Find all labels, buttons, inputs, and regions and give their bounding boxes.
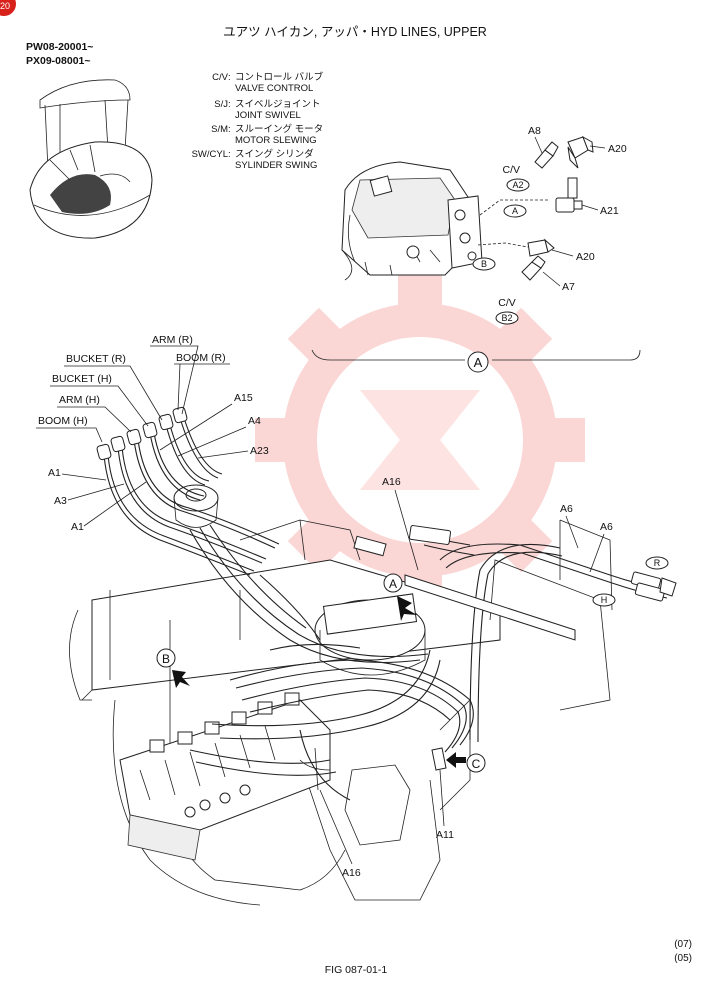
detail-a-marker xyxy=(467,351,489,373)
serial-2: PX09-08001~ xyxy=(26,55,91,67)
hose-port-labels: ARM (R) BOOM (R) BUCKET (R) BUCKET (H) A… xyxy=(36,334,230,443)
legend-code-sm: S/M xyxy=(211,124,228,135)
fig-number: FIG 087-01-1 xyxy=(325,964,388,976)
legend-jp-cv: コントロール バルブ xyxy=(235,71,324,83)
corner-badge-text: 20 xyxy=(0,1,10,11)
view-c-arrow-icon xyxy=(446,752,466,768)
callout-a20-top: A20 xyxy=(608,143,627,155)
view-marker-c-label: C xyxy=(472,757,481,771)
view-marker-a: A xyxy=(383,573,417,621)
legend-en-sm: MOTOR SLEWING xyxy=(235,135,317,146)
legend-jp-sm: スルーイング モータ xyxy=(235,123,323,135)
legend-colon-3: : xyxy=(228,124,231,135)
port-label-arm-r: ARM (R) xyxy=(152,334,193,346)
callout-a1-top: A1 xyxy=(48,467,61,479)
corner-badge: 20 xyxy=(0,0,16,16)
legend-en-cv: VALVE CONTROL xyxy=(235,83,313,94)
callout-a11: A11 xyxy=(436,829,454,841)
view-b-arrow-icon xyxy=(172,670,190,688)
legend-code-swcyl: SW/CYL xyxy=(192,149,228,160)
legend-en-swcyl: SYLINDER SWING xyxy=(235,160,317,171)
legend-code-sj: S/J xyxy=(214,99,228,110)
callout-a20-bottom: A20 xyxy=(576,251,595,263)
legend-jp-sj: スイベルジョイント xyxy=(235,99,321,110)
legend-jp-swcyl: スイング シリンダ xyxy=(235,148,314,160)
hose-bundle xyxy=(103,417,429,664)
a11-clamp xyxy=(431,747,447,771)
callout-a6-left: A6 xyxy=(560,503,573,515)
a16-pipe xyxy=(353,535,576,641)
abbreviation-legend: C/V : コントロール バルブ VALVE CONTROL S/J : スイベ… xyxy=(192,71,324,171)
port-label-boom-r: BOOM (R) xyxy=(176,352,226,364)
end-tag-r-oval xyxy=(645,556,669,570)
a20-top-fitting xyxy=(567,135,594,169)
end-tag-r: R xyxy=(654,558,661,568)
callout-a4: A4 xyxy=(248,415,261,427)
port-label-boom-h: BOOM (H) xyxy=(38,415,88,427)
right-hoses xyxy=(408,525,677,743)
detail-a-control-valve: C/V A2 A B C/V B2 A8 A20 A21 A20 A7 A xyxy=(311,125,641,373)
legend-colon-4: : xyxy=(228,149,231,160)
view-a-arrow-icon xyxy=(397,596,417,621)
view-marker-b-label: B xyxy=(162,652,170,666)
port-label-arm-h: ARM (H) xyxy=(59,394,100,406)
watermark-gear-icon xyxy=(255,275,585,605)
port-b-oval xyxy=(472,257,496,271)
callout-a16-top: A16 xyxy=(382,476,401,488)
port-a2-oval xyxy=(506,178,530,192)
legend-colon-2: : xyxy=(228,99,231,110)
serial-1: PW08-20001~ xyxy=(26,41,93,53)
port-a-oval xyxy=(503,204,527,218)
callout-a16-bottom: A16 xyxy=(342,867,361,879)
control-valve-bank xyxy=(119,692,331,861)
a8-fitting xyxy=(534,141,559,169)
view-marker-a-label: A xyxy=(389,577,397,591)
callout-a23: A23 xyxy=(250,445,269,457)
callout-a15: A15 xyxy=(234,392,253,404)
port-label-cv-top: C/V xyxy=(502,164,520,176)
legend-colon-1: : xyxy=(228,72,231,83)
callout-a3: A3 xyxy=(54,495,67,507)
valve-hoses xyxy=(189,643,474,801)
callout-a6-right: A6 xyxy=(600,521,613,533)
port-b2-oval xyxy=(495,311,519,325)
main-part-callouts: A15 A4 A23 A1 A3 A1 A16 A6 A6 A11 A16 xyxy=(48,392,613,879)
end-tag-h: H xyxy=(601,595,608,605)
revision-1: (07) xyxy=(674,939,692,950)
callout-a1-bottom: A1 xyxy=(71,521,84,533)
port-label-bucket-h: BUCKET (H) xyxy=(52,373,112,385)
legend-code-cv: C/V xyxy=(212,72,229,83)
port-label-cv-bottom: C/V xyxy=(498,297,516,309)
excavator-thumbnail xyxy=(29,79,153,239)
port-label-a2: A2 xyxy=(512,180,523,190)
a21-fitting xyxy=(555,177,583,213)
callout-a7: A7 xyxy=(562,281,575,293)
callout-a8: A8 xyxy=(528,125,541,137)
callout-a21: A21 xyxy=(600,205,619,217)
view-marker-b: B xyxy=(156,648,190,688)
port-label-b2: B2 xyxy=(501,313,512,323)
legend-en-sj: JOINT SWIVEL xyxy=(235,110,301,121)
view-marker-c: C xyxy=(446,752,486,773)
end-tag-h-oval xyxy=(592,593,616,607)
port-label-b: B xyxy=(481,259,487,269)
hose-port-fittings xyxy=(96,406,188,461)
detail-a-label: A xyxy=(474,355,483,370)
page-title: ユアツ ハイカン, アッパ・HYD LINES, UPPER xyxy=(223,25,487,39)
revision-2: (05) xyxy=(674,953,692,964)
main-assembly: ARM (R) BOOM (R) BUCKET (R) BUCKET (H) A… xyxy=(36,334,677,906)
a20-bottom-fitting xyxy=(527,238,555,257)
port-label-bucket-r: BUCKET (R) xyxy=(66,353,126,365)
a7-fitting xyxy=(521,255,546,281)
port-label-a: A xyxy=(512,206,518,216)
